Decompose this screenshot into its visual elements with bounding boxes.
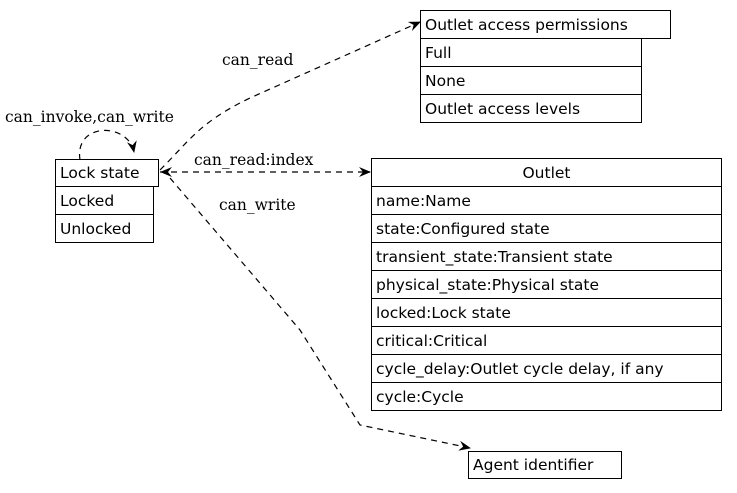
edge-label-can-read: can_read [222, 51, 294, 69]
node-permissions-title: Outlet access permissions [420, 10, 671, 39]
node-permissions-row-full: Full [420, 38, 642, 67]
node-outlet-row-cycle-delay: cycle_delay:Outlet cycle delay, if any [371, 354, 722, 383]
edge-label-self-loop: can_invoke,can_write [5, 108, 174, 126]
node-outlet-title: Outlet [371, 158, 722, 187]
edge-label-can-write: can_write [219, 196, 296, 214]
edge-to-agent [169, 177, 471, 451]
node-outlet-row-state: state:Configured state [371, 214, 722, 243]
node-permissions-row-levels: Outlet access levels [420, 94, 642, 123]
node-outlet-row-locked: locked:Lock state [371, 298, 722, 327]
edge-to-permissions [159, 21, 421, 171]
edge-label-can-read-index: can_read:index [194, 151, 314, 169]
edge-self-loop [79, 129, 137, 161]
node-lock-state-title: Lock state [55, 159, 159, 187]
node-permissions-row-none: None [420, 66, 642, 95]
edge-to-outlet-back-arrow [160, 167, 172, 177]
node-outlet: Outlet name:Name state:Configured state … [371, 158, 722, 411]
node-outlet-row-transient-state: transient_state:Transient state [371, 242, 722, 271]
node-lock-state-row-unlocked: Unlocked [55, 214, 154, 243]
node-outlet-row-critical: critical:Critical [371, 326, 722, 355]
node-agent-identifier: Agent identifier [468, 451, 622, 479]
node-outlet-row-cycle: cycle:Cycle [371, 382, 722, 411]
node-outlet-row-name: name:Name [371, 186, 722, 215]
node-outlet-row-physical-state: physical_state:Physical state [371, 270, 722, 299]
node-outlet-access-permissions: Outlet access permissions Full None Outl… [420, 10, 671, 124]
node-lock-state-row-locked: Locked [55, 186, 154, 215]
node-lock-state: Lock state Locked Unlocked [55, 159, 159, 244]
